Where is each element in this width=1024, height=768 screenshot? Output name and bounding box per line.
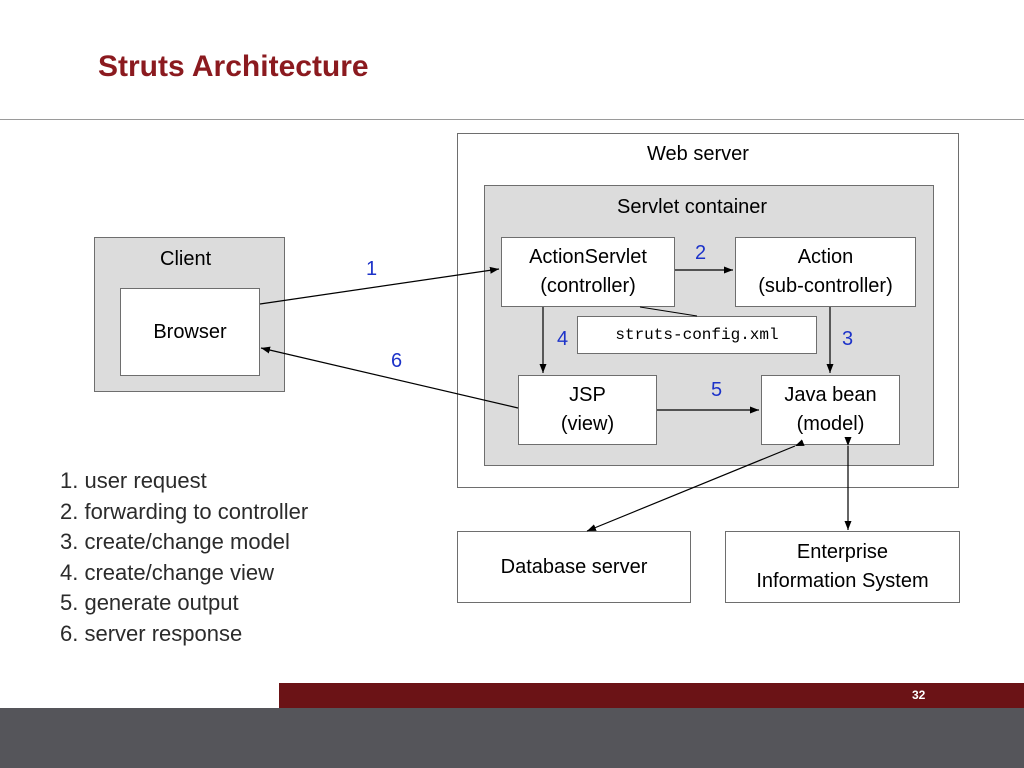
action-box: Action (sub-controller) (735, 237, 916, 307)
legend-item: 1. user request (60, 468, 207, 493)
step-label-6: 6 (391, 350, 403, 372)
browser-box: Browser (120, 288, 260, 376)
footer-accent-bar (279, 683, 1024, 708)
slide-title: Struts Architecture (98, 50, 369, 83)
config-connector (639, 306, 698, 317)
arrow-user-request (259, 266, 500, 305)
database-server-box: Database server (457, 531, 691, 603)
step-legend: 1. user request 2. forwarding to control… (60, 466, 308, 650)
footer-bar (0, 708, 1024, 768)
legend-item: 5. generate output (60, 590, 239, 616)
page-number: 32 (912, 688, 926, 702)
legend-item: 2. forwarding to controller (60, 498, 309, 524)
legend-item: 3. create/change model (60, 529, 290, 555)
struts-config-box: struts-config.xml (577, 316, 817, 354)
jsp-box: JSP (view) (518, 375, 657, 445)
arrow-bean-database (586, 439, 805, 532)
web-server-label: Web server (647, 143, 749, 165)
java-bean-box: Java bean (model) (761, 375, 900, 445)
action-servlet-box: ActionServlet (controller) (501, 237, 675, 307)
client-label: Client (160, 248, 212, 270)
eis-box: Enterprise Information System (725, 531, 960, 603)
arrow-server-response (260, 346, 519, 409)
step-label-1: 1 (366, 258, 378, 280)
servlet-container-label: Servlet container (617, 196, 768, 218)
step-label-2: 2 (695, 242, 707, 264)
legend-item: 4. create/change view (60, 559, 275, 585)
legend-item: 6. server response (60, 620, 243, 646)
title-divider (0, 119, 1024, 120)
step-label-3: 3 (842, 328, 854, 350)
step-label-4: 4 (557, 328, 569, 350)
step-label-5: 5 (711, 379, 723, 401)
